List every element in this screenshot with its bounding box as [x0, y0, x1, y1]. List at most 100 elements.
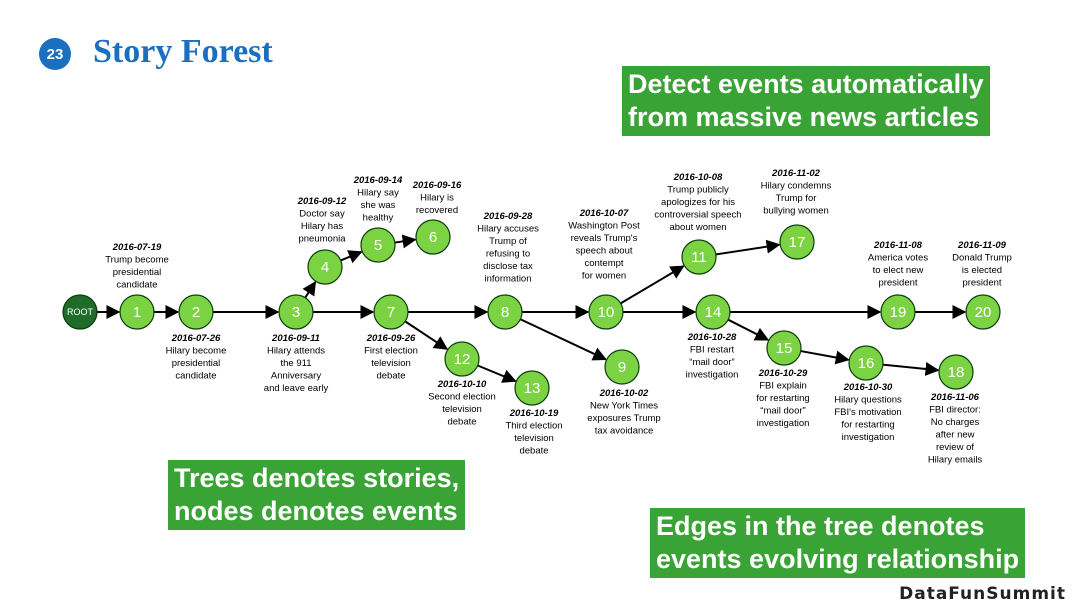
event-description-line: Second election — [428, 392, 496, 403]
node-circle — [588, 294, 624, 330]
edge-8-to-9 — [519, 318, 607, 361]
event-description-line: investigation — [686, 370, 739, 381]
event-description-line: recovered — [416, 205, 458, 216]
event-date: 2016-07-19 — [112, 242, 162, 253]
node-number: 20 — [975, 304, 992, 321]
node-circle — [307, 249, 343, 285]
slide-title: Story Forest — [93, 33, 273, 70]
event-date: 2016-09-14 — [353, 175, 403, 186]
node-number: 11 — [691, 249, 707, 266]
tree-node-8: 8 — [487, 294, 523, 330]
event-description-line: for restarting — [756, 393, 809, 404]
event-description-line: debate — [447, 417, 476, 428]
event-description-line: healthy — [363, 213, 394, 224]
event-date: 2016-10-30 — [843, 382, 893, 393]
tree-node-20: 20 — [965, 294, 1001, 330]
event-description-line: president — [962, 278, 1001, 289]
event-description-line: Trump publicly — [667, 185, 729, 196]
tree-node-11: 11 — [681, 239, 717, 275]
event-description-line: Hilary emails — [928, 455, 983, 466]
event-date: 2016-09-12 — [297, 196, 347, 207]
event-description-line: television — [371, 358, 411, 369]
node-number: 18 — [948, 364, 965, 381]
event-date: 2016-10-29 — [758, 368, 808, 379]
callout-edges-relationship: Edges in the tree denotes events evolvin… — [650, 508, 1026, 578]
edge-11-to-17 — [715, 239, 781, 256]
event-description-line: America votes — [868, 253, 928, 264]
edge-14-to-15 — [727, 318, 770, 341]
event-description-line: the 911 — [281, 358, 312, 369]
node-circle — [444, 341, 480, 377]
callout-line: Detect events automatically — [628, 69, 984, 99]
event-date: 2016-10-08 — [673, 172, 723, 183]
callout-trees-stories: Trees denotes stories, nodes denotes eve… — [168, 460, 466, 530]
edge-16-to-18 — [882, 361, 940, 376]
event-description-line: Hilary attends — [267, 346, 325, 357]
event-description-line: New York Times — [590, 401, 658, 412]
event-date: 2016-10-19 — [509, 408, 559, 419]
tree-node-16: 16 — [848, 345, 884, 381]
event-date: 2016-09-11 — [271, 333, 320, 344]
event-description-line: investigation — [757, 418, 810, 429]
edge-4-to-5 — [340, 250, 363, 264]
tree-node-12: 12 — [444, 341, 480, 377]
tree-node-13: 13 — [514, 370, 550, 406]
tree-node-17: 17 — [779, 224, 815, 260]
callout-line: nodes denotes events — [174, 496, 458, 526]
node-number: 15 — [776, 340, 793, 357]
event-description-line: for restarting — [841, 420, 894, 431]
node-number: 19 — [890, 304, 907, 321]
event-description-line: contempt — [584, 258, 623, 269]
node-number: 9 — [618, 359, 626, 376]
tree-node-6: 6 — [415, 219, 451, 255]
node-circle — [487, 294, 523, 330]
edge-7-to-12 — [404, 320, 449, 350]
event-date: 2016-11-02 — [771, 168, 821, 179]
node-circle — [681, 239, 717, 275]
brand-logo-text: DataFunSummit — [899, 584, 1066, 604]
event-description-line: candidate — [116, 280, 157, 291]
tree-node-4: 4 — [307, 249, 343, 285]
node-number: 1 — [133, 304, 141, 321]
edges-layer — [97, 234, 967, 383]
node-number: 13 — [524, 380, 541, 397]
tree-node-14: 14 — [695, 294, 731, 330]
root-node-circle — [62, 294, 98, 330]
event-description-line: Hilary is — [420, 193, 454, 204]
tree-node-1: 1 — [119, 294, 155, 330]
event-description-line: FBI director: — [929, 405, 981, 416]
event-description-line: Doctor say — [299, 209, 345, 220]
node-number: 2 — [192, 304, 200, 321]
event-description-line: bullying women — [763, 206, 828, 217]
event-description-line: speech about — [575, 246, 632, 257]
node-circle — [779, 224, 815, 260]
tree-node-10: 10 — [588, 294, 624, 330]
node-circle — [880, 294, 916, 330]
event-description-line: television — [514, 433, 554, 444]
event-date: 2016-09-16 — [412, 180, 462, 191]
event-date: 2016-11-06 — [930, 392, 980, 403]
callout-line: Trees denotes stories, — [174, 463, 460, 493]
event-date: 2016-09-26 — [366, 333, 416, 344]
event-description-line: Hilary accuses — [477, 224, 539, 235]
tree-node-7: 7 — [373, 294, 409, 330]
node-number: 16 — [858, 355, 875, 372]
event-date: 2016-11-09 — [957, 240, 1007, 251]
event-description-line: Hilary say — [357, 188, 399, 199]
event-description-line: Donald Trump — [952, 253, 1012, 264]
event-description-line: review of — [936, 442, 974, 453]
node-circle — [119, 294, 155, 330]
event-description-line: Trump of — [489, 236, 527, 247]
tree-node-2: 2 — [178, 294, 214, 330]
tree-node-root: ROOT — [62, 294, 98, 330]
event-description-line: Trump become — [105, 255, 169, 266]
